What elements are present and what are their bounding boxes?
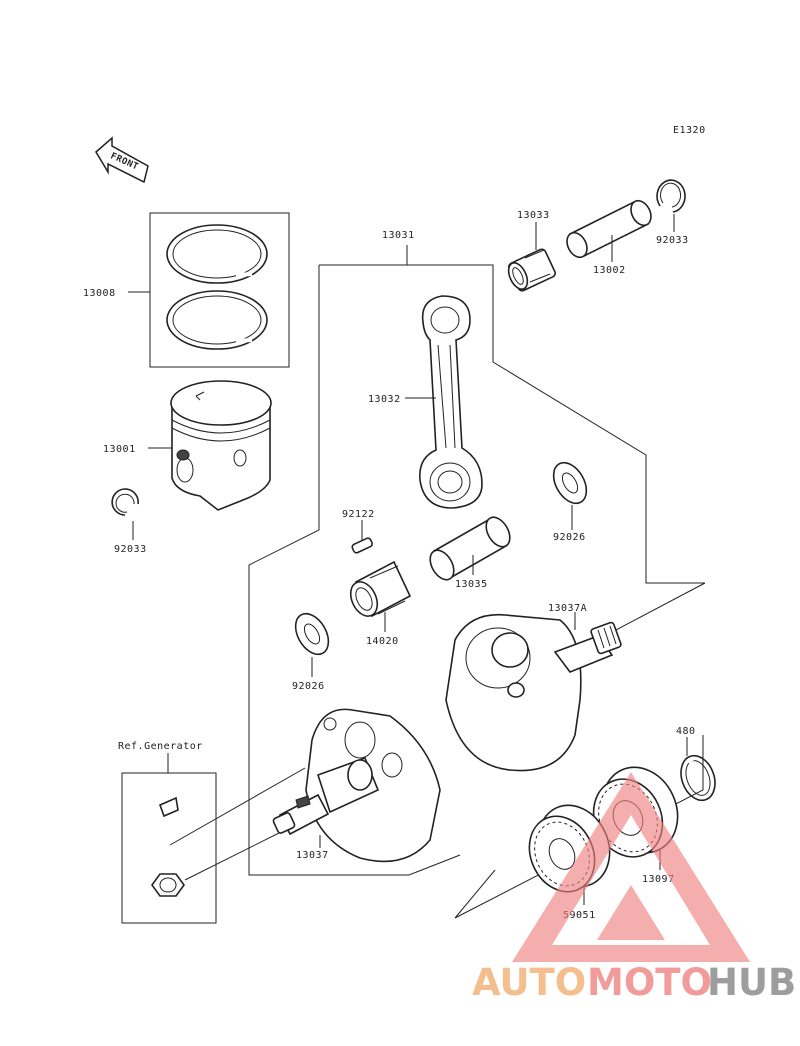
ref-generator-box [121, 753, 306, 924]
ref-generator-label: Ref.Generator [118, 741, 203, 752]
piston [170, 380, 272, 511]
crank-pin [429, 516, 511, 581]
circlip-left [111, 488, 139, 516]
label-13008: 13008 [83, 288, 116, 299]
label-13002: 13002 [593, 265, 626, 276]
crankshaft-right-half [445, 582, 706, 772]
crankshaft-left-half [272, 708, 441, 863]
piston-pin [566, 199, 652, 259]
label-13037: 13037 [296, 850, 329, 861]
label-13031: 13031 [382, 230, 415, 241]
dowel-pin [351, 537, 373, 554]
label-13037A: 13037A [548, 603, 587, 614]
label-92026-right: 92026 [553, 532, 586, 543]
label-13035: 13035 [455, 579, 488, 590]
label-13001: 13001 [103, 444, 136, 455]
label-13097: 13097 [642, 874, 675, 885]
label-13032: 13032 [368, 394, 401, 405]
snap-ring [680, 754, 716, 802]
watermark-hub: HUB [707, 961, 796, 1004]
thrust-washer-right [552, 461, 588, 505]
label-92033-right: 92033 [656, 235, 689, 246]
watermark-logo: AUTO MOTO HUB [472, 772, 796, 1004]
small-end-bearing [507, 248, 556, 292]
label-92026-left: 92026 [292, 681, 325, 692]
connecting-rod [419, 295, 483, 509]
watermark-moto: MOTO [587, 961, 712, 1004]
diagram-code: E1320 [673, 125, 706, 136]
label-13033: 13033 [517, 210, 550, 221]
label-480: 480 [676, 726, 696, 737]
label-59051: 59051 [563, 910, 596, 921]
front-arrow-icon: FRONT [95, 136, 149, 184]
watermark-auto: AUTO [472, 961, 586, 1004]
circlip-right [656, 179, 686, 213]
label-14020: 14020 [366, 636, 399, 647]
label-92033-left: 92033 [114, 544, 147, 555]
label-92122: 92122 [342, 509, 375, 520]
piston-ring-set [149, 212, 290, 368]
big-end-bearing [349, 560, 412, 618]
thrust-washer-left [294, 612, 330, 656]
